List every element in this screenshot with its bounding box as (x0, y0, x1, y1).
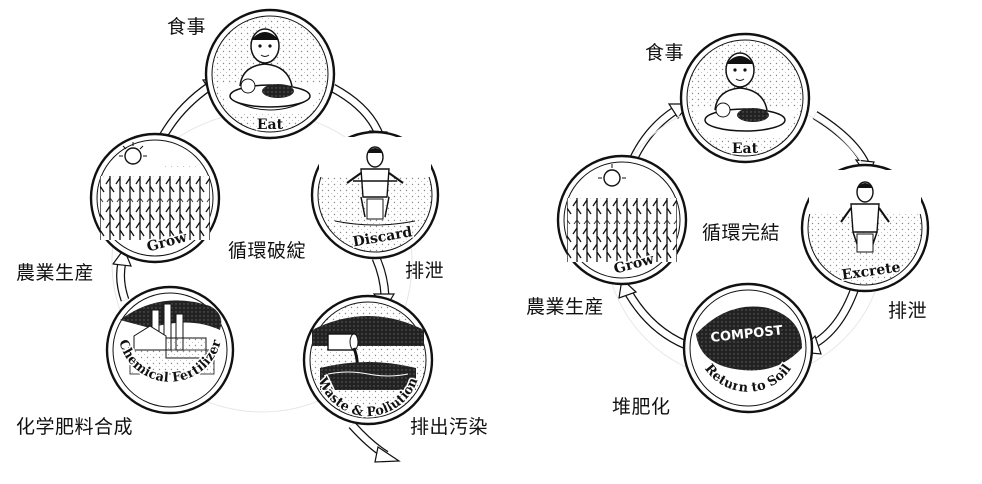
left-cycle-arrows (111, 78, 401, 463)
right-label-return: 堆肥化 (612, 396, 671, 418)
right-node-grow: Grow (556, 154, 688, 286)
sun-icon (124, 147, 142, 165)
node-caption: Eat (732, 141, 759, 157)
right-node-eat: Eat (679, 32, 811, 164)
right-label-eat: 食事 (645, 42, 685, 64)
left-node-waste: Waste & Pollution (302, 294, 434, 426)
left-label-chemical: 化学肥料合成 (16, 416, 134, 438)
right-node-return: COMPOST Return to Soil (682, 282, 814, 414)
left-label-waste: 排出汚染 (410, 416, 489, 438)
left-label-center: 循環破綻 (228, 240, 307, 262)
node-caption: Eat (257, 117, 284, 133)
left-label-discard: 排泄 (405, 260, 445, 282)
right-node-excrete: Excrete (800, 163, 930, 293)
left-node-eat: Eat (204, 8, 336, 140)
left-node-discard: Discard (310, 130, 440, 260)
left-label-eat: 食事 (167, 16, 207, 38)
left-node-chemical: Chemical Fertilizer (105, 285, 235, 415)
right-label-center: 循環完結 (702, 222, 781, 244)
left-label-grow: 農業生産 (16, 262, 95, 284)
right-label-excrete: 排泄 (888, 300, 928, 322)
sun-icon (603, 169, 621, 187)
right-label-grow: 農業生産 (526, 296, 605, 318)
left-node-grow: Grow (89, 132, 221, 264)
right-cycle-arrows (618, 103, 875, 355)
